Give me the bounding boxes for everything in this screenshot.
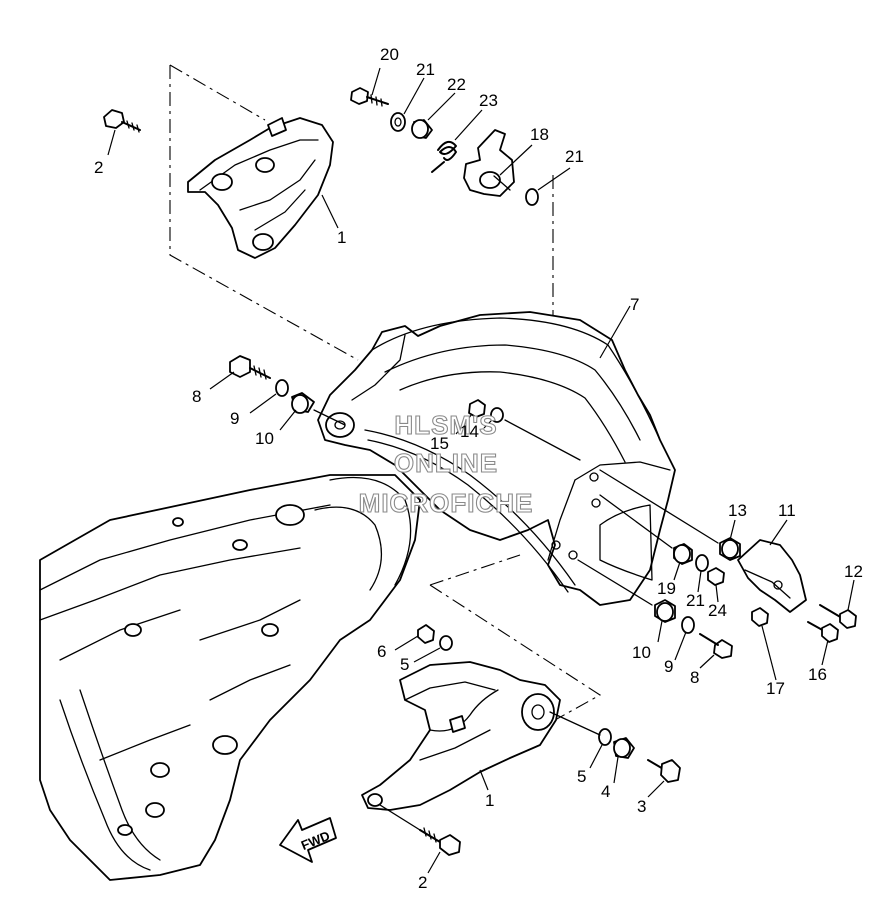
leader-lines (107, 67, 855, 874)
callout-21-right: 21 (686, 591, 705, 610)
callout-4: 4 (601, 782, 610, 801)
left-pivot-hardware (229, 355, 346, 426)
part-callouts: 2 1 20 21 22 23 18 21 7 8 9 10 15 14 13 … (94, 45, 863, 892)
callout-8-upper: 8 (192, 387, 201, 406)
callout-8-lower: 8 (690, 668, 699, 687)
callout-5-upper: 5 (400, 655, 409, 674)
callout-2-lower: 2 (418, 873, 427, 892)
callout-10-upper: 10 (255, 429, 274, 448)
callout-1-lower: 1 (485, 791, 494, 810)
callout-14: 14 (460, 422, 479, 441)
engine-housing (39, 474, 421, 881)
watermark-line-1: HLSM'S (394, 410, 497, 440)
watermark-line-3: MICROFICHE (359, 488, 534, 518)
callout-20: 20 (380, 45, 399, 64)
callout-24: 24 (708, 601, 727, 620)
callout-16: 16 (808, 665, 827, 684)
callout-23: 23 (479, 91, 498, 110)
watermark: HLSM'S ONLINE MICROFICHE (358, 409, 534, 518)
top-hardware (350, 87, 457, 173)
callout-22: 22 (447, 75, 466, 94)
swing-arm (317, 311, 676, 606)
callout-21-lever: 21 (565, 147, 584, 166)
lever-plate (463, 129, 539, 206)
lower-mount-bracket (361, 661, 561, 811)
small-nut-washer (468, 399, 581, 461)
callout-21-top: 21 (416, 60, 435, 79)
bolt-upper (103, 109, 141, 133)
callout-18: 18 (530, 125, 549, 144)
callout-1-upper: 1 (337, 228, 346, 247)
callout-5-lower: 5 (577, 767, 586, 786)
callout-3: 3 (637, 797, 646, 816)
callout-10-lower: 10 (632, 643, 651, 662)
callout-17: 17 (766, 679, 785, 698)
callout-12: 12 (844, 562, 863, 581)
callout-9-upper: 9 (230, 409, 239, 428)
callout-19: 19 (657, 579, 676, 598)
callout-2-upper: 2 (94, 158, 103, 177)
callout-9-lower: 9 (664, 657, 673, 676)
callout-7: 7 (630, 295, 639, 314)
lower-hardware (379, 624, 681, 856)
callout-11: 11 (778, 501, 796, 520)
cable-assembly (364, 429, 576, 593)
right-side-hardware (577, 469, 857, 659)
callout-13: 13 (728, 501, 747, 520)
callout-15: 15 (430, 434, 449, 453)
upper-mount-bracket (187, 117, 334, 259)
fwd-direction-arrow: FWD (279, 817, 337, 863)
watermark-line-2: ONLINE (394, 448, 498, 478)
callout-6: 6 (377, 642, 386, 661)
